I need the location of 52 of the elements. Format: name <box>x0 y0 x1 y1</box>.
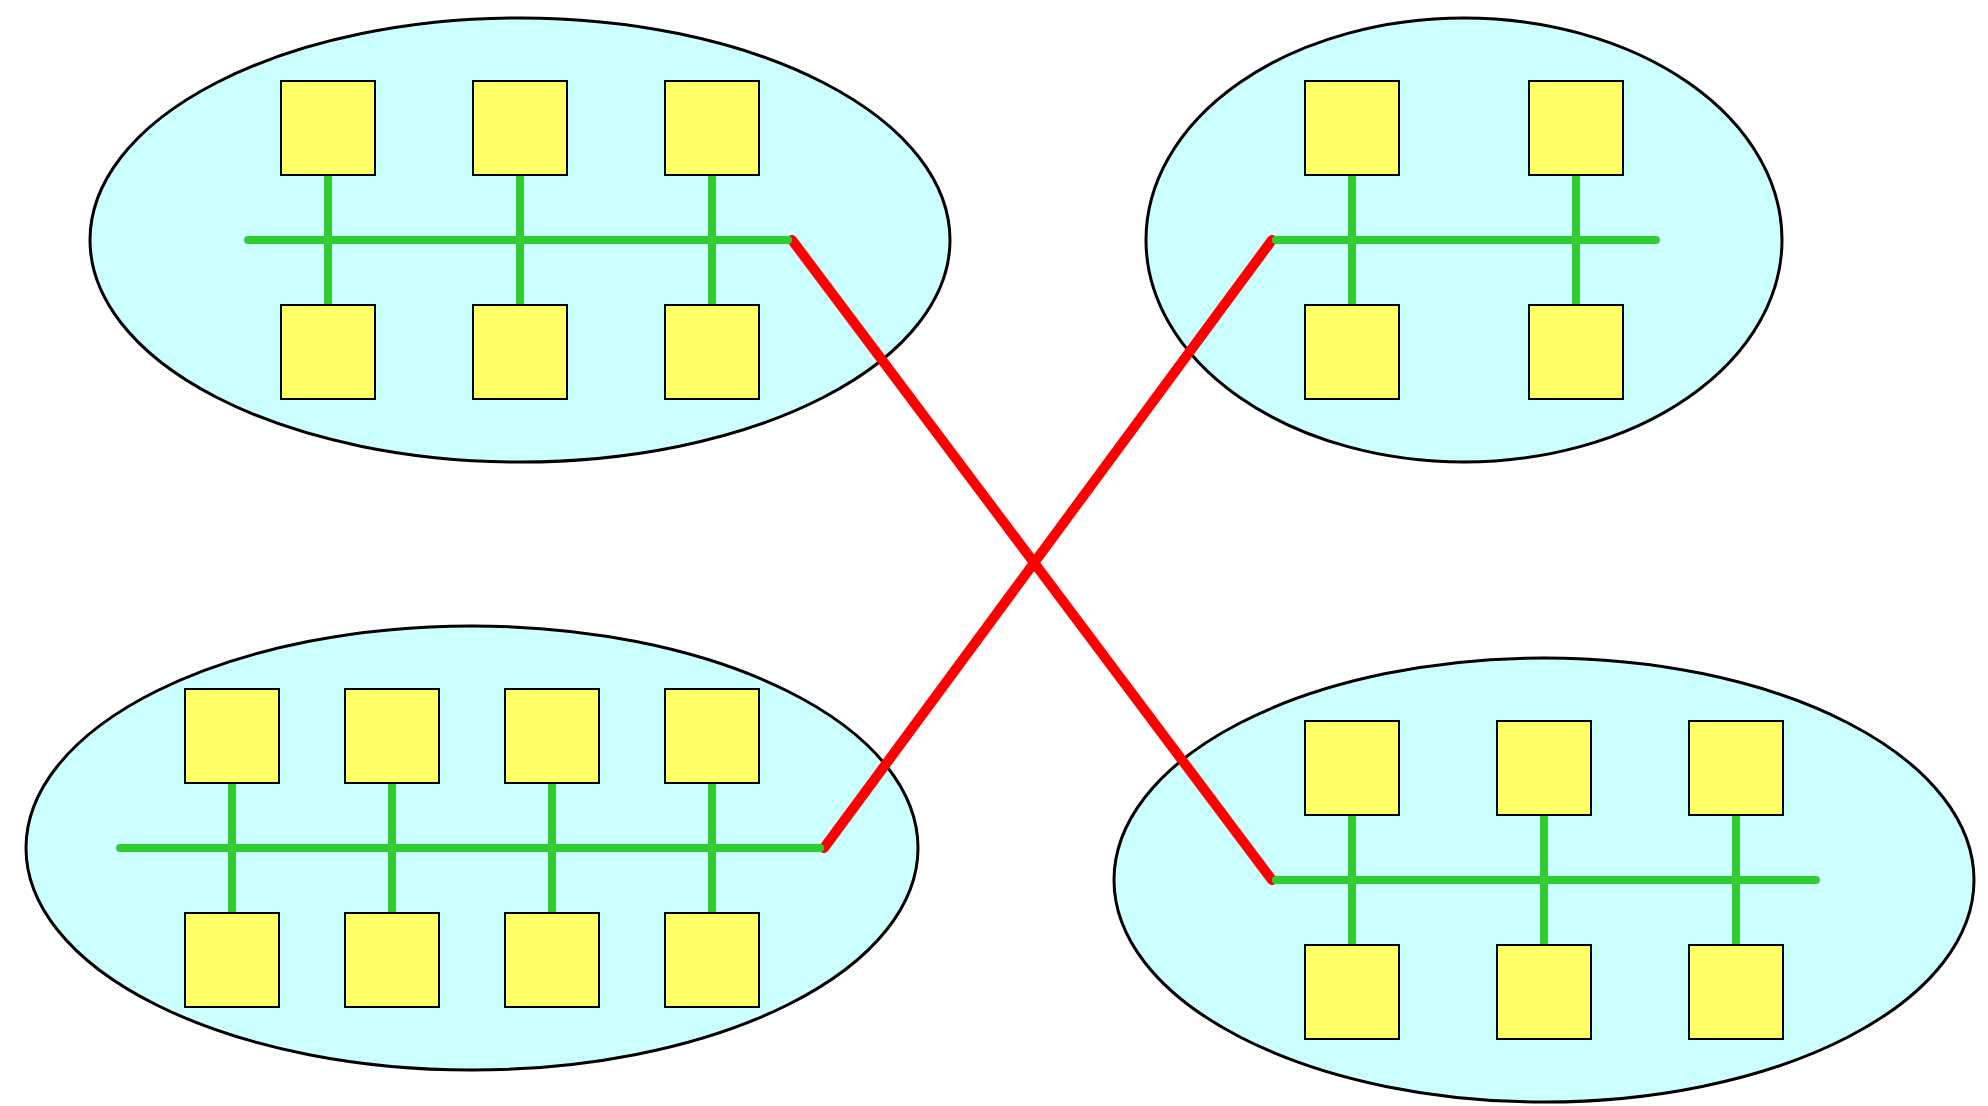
host-box <box>344 688 440 784</box>
host-box <box>1496 944 1592 1040</box>
host-box <box>664 912 760 1008</box>
host-box <box>504 912 600 1008</box>
bus-line <box>116 844 824 852</box>
link-line <box>1732 812 1740 880</box>
host-box <box>1496 720 1592 816</box>
link-line <box>548 848 556 916</box>
link-line <box>516 240 524 308</box>
bus-line <box>244 236 792 244</box>
link-line <box>548 780 556 848</box>
host-box <box>1304 304 1400 400</box>
host-box <box>1304 944 1400 1040</box>
link-line <box>516 172 524 240</box>
host-box <box>664 80 760 176</box>
link-line <box>1540 880 1548 948</box>
host-box <box>1528 80 1624 176</box>
link-line <box>708 780 716 848</box>
link-line <box>324 172 332 240</box>
link-line <box>1348 880 1356 948</box>
link-line <box>1732 880 1740 948</box>
link-line <box>1348 812 1356 880</box>
host-box <box>664 304 760 400</box>
link-line <box>1572 172 1580 240</box>
host-box <box>504 688 600 784</box>
host-box <box>664 688 760 784</box>
link-line <box>708 848 716 916</box>
link-line <box>1572 240 1580 308</box>
host-box <box>1688 944 1784 1040</box>
link-line <box>388 848 396 916</box>
link-line <box>1348 240 1356 308</box>
host-box <box>344 912 440 1008</box>
host-box <box>1688 720 1784 816</box>
link-line <box>228 848 236 916</box>
link-line <box>324 240 332 308</box>
host-box <box>1304 720 1400 816</box>
host-box <box>472 80 568 176</box>
host-box <box>184 912 280 1008</box>
link-line <box>1540 812 1548 880</box>
host-box <box>472 304 568 400</box>
link-line <box>708 240 716 308</box>
link-line <box>388 780 396 848</box>
host-box <box>1304 80 1400 176</box>
host-box <box>280 304 376 400</box>
link-line <box>228 780 236 848</box>
host-box <box>184 688 280 784</box>
host-box <box>1528 304 1624 400</box>
bus-line <box>1272 876 1820 884</box>
link-line <box>1348 172 1356 240</box>
host-box <box>280 80 376 176</box>
bus-line <box>1272 236 1660 244</box>
link-line <box>708 172 716 240</box>
